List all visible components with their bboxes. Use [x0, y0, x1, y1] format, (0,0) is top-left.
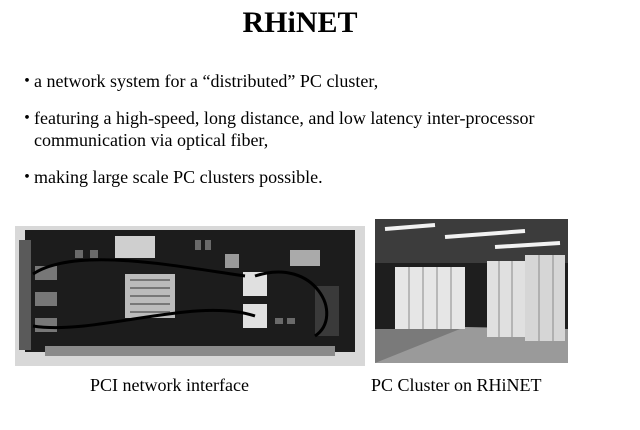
bullet-item: ・ featuring a high-speed, long distance,…: [18, 107, 618, 151]
pci-card-illustration: [15, 226, 365, 366]
bullet-text: a network system for a “distributed” PC …: [34, 71, 379, 91]
bullet-text: featuring a high-speed, long distance, a…: [34, 108, 535, 150]
bullet-item: ・ a network system for a “distributed” P…: [18, 70, 618, 92]
pci-card-caption: PCI network interface: [90, 375, 249, 395]
pci-card-photo: [15, 226, 365, 366]
bullet-text: making large scale PC clusters possible.: [34, 167, 323, 187]
bullet-list: ・ a network system for a “distributed” P…: [18, 70, 618, 203]
pc-cluster-photo: [375, 219, 568, 363]
bullet-dot-icon: ・: [18, 167, 36, 187]
bullet-dot-icon: ・: [18, 108, 36, 128]
pc-cluster-caption: PC Cluster on RHiNET: [371, 375, 542, 395]
bullet-item: ・ making large scale PC clusters possibl…: [18, 166, 618, 188]
slide-title: RHiNET: [242, 6, 358, 39]
pc-cluster-illustration: [375, 219, 568, 363]
bullet-dot-icon: ・: [18, 71, 36, 91]
